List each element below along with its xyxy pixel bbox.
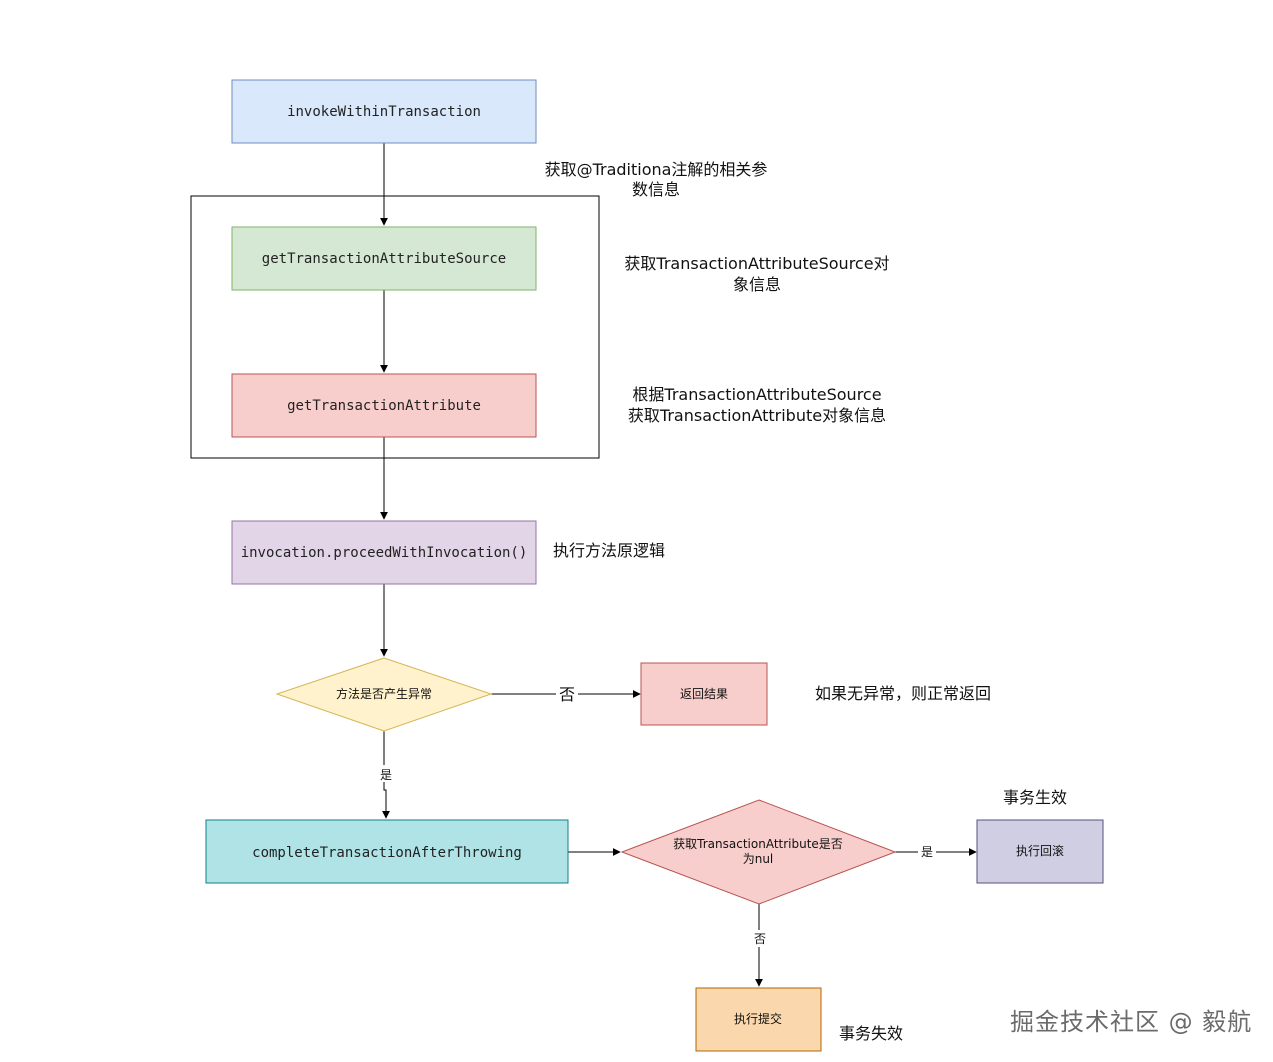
node-proceed-label: invocation.proceedWithInvocation(): [241, 545, 528, 561]
edge-label-no-2: 否: [754, 932, 766, 946]
edge-label-yes-1: 是: [380, 768, 392, 782]
node-get-transaction-attribute: [231, 373, 537, 438]
decision-exception-label: 方法是否产生异常: [336, 686, 432, 701]
node-get-source-label: getTransactionAttributeSource: [262, 251, 506, 267]
node-invoke-within-transaction: [231, 79, 537, 144]
node-complete-label: completeTransactionAfterThrowing: [252, 845, 522, 861]
node-rollback-label: 执行回滚: [1016, 843, 1064, 858]
decision-attribute-null: [620, 799, 897, 905]
note-source-line2: 象信息: [733, 275, 781, 294]
note-no-exception: 如果无异常，则正常返回: [815, 684, 991, 703]
node-proceed-with-invocation: [231, 520, 537, 585]
decision-exception: [275, 657, 493, 732]
node-get-attr-label: getTransactionAttribute: [287, 398, 481, 414]
decision-null-label-line2: 为nul: [743, 852, 774, 866]
note-tx-fail: 事务失效: [839, 1024, 903, 1043]
node-invoke-label: invokeWithinTransaction: [287, 104, 481, 120]
group-container: [190, 195, 600, 459]
note-proceed: 执行方法原逻辑: [553, 541, 665, 560]
node-commit-label: 执行提交: [734, 1011, 782, 1026]
note-get-params-line1: 获取@Traditiona注解的相关参: [545, 160, 768, 179]
edge-label-yes-2: 是: [921, 845, 933, 859]
node-return-result: [640, 662, 768, 726]
node-return-result-label: 返回结果: [680, 687, 728, 701]
node-rollback: [976, 819, 1104, 884]
note-source-line1: 获取TransactionAttributeSource对: [624, 254, 889, 273]
decision-null-label-line1: 获取TransactionAttribute是否: [673, 837, 843, 851]
edge-decision-yes-to-complete: [382, 731, 390, 819]
note-tx-effective: 事务生效: [1003, 788, 1067, 807]
note-attr-line2: 获取TransactionAttribute对象信息: [628, 406, 886, 425]
edge-label-no-1: 否: [559, 685, 575, 704]
watermark: 掘金技术社区 @ 毅航: [1010, 1008, 1253, 1036]
node-commit: [695, 987, 822, 1052]
note-attr-line1: 根据TransactionAttributeSource: [632, 385, 881, 404]
note-get-params-line2: 数信息: [632, 180, 680, 199]
node-get-transaction-attribute-source: [231, 226, 537, 291]
node-complete-transaction-after-throwing: [205, 819, 569, 884]
